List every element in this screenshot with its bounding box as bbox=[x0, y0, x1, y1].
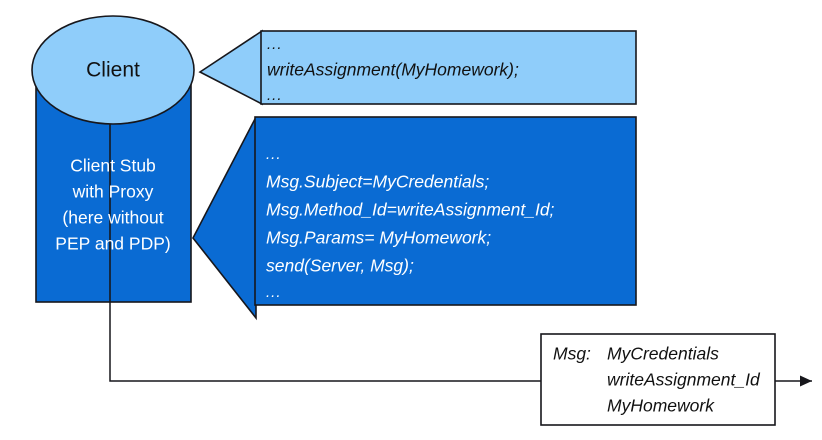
stub-callout-line-4: send(Server, Msg); bbox=[266, 256, 414, 276]
client-stub-label-line-2: (here without bbox=[62, 208, 163, 228]
client-stub-label-line-3: PEP and PDP) bbox=[55, 234, 170, 254]
application-callout-tail bbox=[198, 29, 263, 106]
client-stub-label-line-0: Client Stub bbox=[70, 156, 156, 176]
client-stub-label-line-1: with Proxy bbox=[72, 182, 154, 202]
message-box-value-0: MyCredentials bbox=[607, 344, 719, 364]
client-node-label: Client bbox=[86, 59, 140, 82]
client-node-ellipse bbox=[31, 15, 195, 125]
application-callout-line-0: ... bbox=[267, 36, 283, 53]
application-callout-line-1: writeAssignment(MyHomework); bbox=[267, 60, 519, 80]
message-box-value-2: MyHomework bbox=[607, 396, 715, 416]
stub-callout-tail bbox=[192, 116, 257, 321]
message-box bbox=[540, 333, 776, 426]
stub-to-message-connector bbox=[109, 302, 541, 382]
stub-callout-line-1: Msg.Subject=MyCredentials; bbox=[266, 172, 489, 192]
application-callout-line-2: ... bbox=[267, 87, 283, 104]
stub-callout-line-0: ... bbox=[266, 146, 282, 163]
stub-callout-line-3: Msg.Params= MyHomework; bbox=[266, 228, 491, 248]
message-outgoing-arrow-head bbox=[800, 375, 812, 387]
stub-callout-line-2: Msg.Method_Id=writeAssignment_Id; bbox=[266, 200, 555, 220]
application-callout-box bbox=[260, 30, 637, 105]
message-box-value-1: writeAssignment_Id bbox=[607, 370, 761, 390]
stub-callout-line-5: ... bbox=[266, 284, 282, 301]
stub-callout-box bbox=[254, 116, 637, 306]
message-box-label: Msg: bbox=[553, 344, 591, 364]
